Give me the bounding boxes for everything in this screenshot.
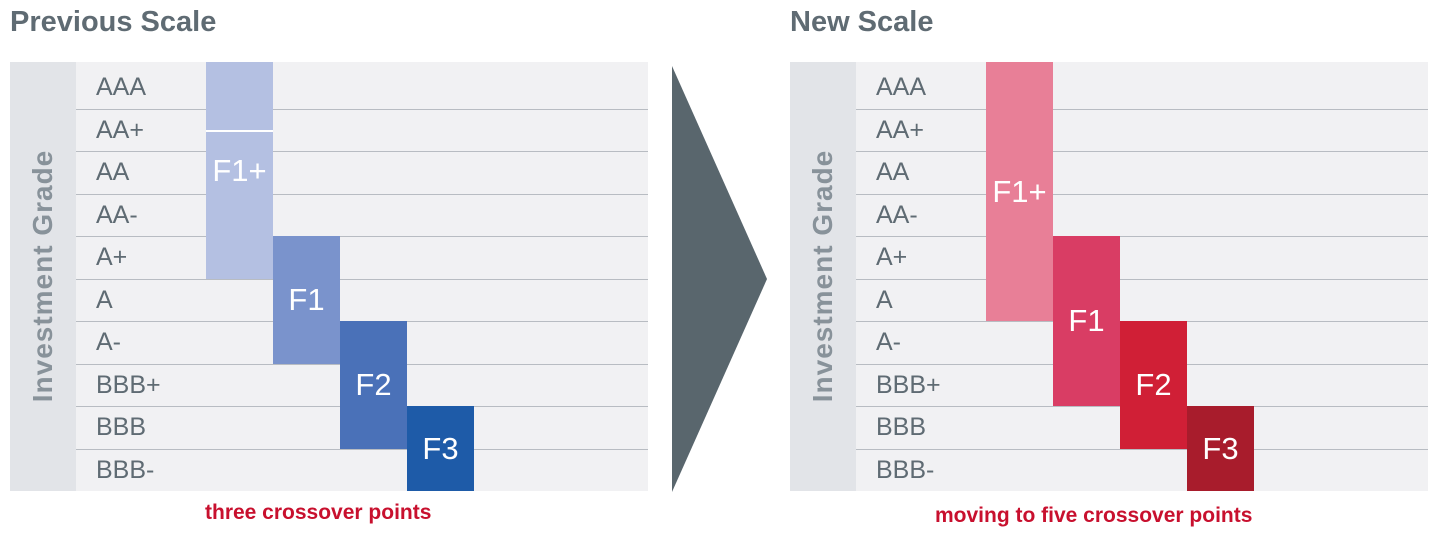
block-label: F2 — [1135, 366, 1172, 402]
investment-grade-label: Investment Grade — [27, 149, 58, 403]
rating-label-aa-plus: AA+ — [96, 115, 144, 144]
rating-label-bbb: BBB — [96, 413, 147, 441]
previous-scale-title: Previous Scale — [10, 6, 217, 38]
rating-block-f3 — [1187, 406, 1254, 491]
row-divider — [76, 236, 648, 237]
row-divider — [856, 151, 1428, 152]
rating-label-bbb-minus: BBB- — [96, 455, 155, 484]
row-divider — [856, 278, 1428, 280]
rating-label-a-plus: A+ — [876, 243, 908, 271]
rating-label-a: A — [876, 285, 893, 314]
row-divider — [76, 108, 648, 110]
rating-label-aa-minus: AA- — [876, 200, 918, 229]
new-scale-title: New Scale — [790, 6, 934, 38]
block-label: F1+ — [992, 174, 1047, 209]
rating-label-a: A — [96, 285, 113, 314]
row-divider — [76, 151, 648, 152]
rating-label-aa-minus: AA- — [96, 200, 138, 229]
rating-block-f2 — [340, 321, 407, 449]
block-label: F2 — [355, 366, 392, 402]
rating-block-f3 — [407, 406, 474, 491]
rating-label-aaa: AAA — [876, 73, 927, 101]
row-divider — [76, 448, 648, 450]
row-divider — [76, 193, 648, 195]
rating-label-bbb-plus: BBB+ — [876, 370, 941, 399]
rating-block-f1 — [1053, 236, 1120, 406]
row-divider — [856, 236, 1428, 237]
rating-block-f1-plus — [206, 62, 273, 279]
row-divider — [856, 108, 1428, 110]
rating-label-bbb-plus: BBB+ — [96, 370, 161, 399]
rating-label-a-minus: A- — [876, 328, 901, 356]
new-scale-sidebar: Investment Grade — [790, 62, 856, 491]
rating-label-aa: AA — [96, 158, 130, 186]
rating-label-bbb: BBB — [876, 413, 927, 441]
rating-label-a-plus: A+ — [96, 243, 128, 271]
block-label: F1 — [1068, 303, 1105, 338]
f1-plus-divider — [206, 129, 273, 132]
rating-label-bbb-minus: BBB- — [876, 455, 935, 484]
transition-arrow-icon — [672, 66, 767, 492]
previous-scale-caption: three crossover points — [205, 501, 432, 524]
row-divider — [76, 278, 648, 280]
previous-scale-sidebar: Investment Grade — [10, 62, 76, 491]
rating-label-aa: AA — [876, 158, 910, 186]
rating-block-f1-plus — [986, 62, 1053, 321]
row-divider — [856, 448, 1428, 450]
rating-label-a-minus: A- — [96, 328, 121, 356]
rating-label-aaa: AAA — [96, 73, 147, 101]
block-label: F3 — [422, 430, 459, 466]
block-label: F3 — [1202, 430, 1239, 466]
rating-label-aa-plus: AA+ — [876, 115, 924, 144]
rating-block-f2 — [1120, 321, 1187, 449]
block-label: F1+ — [212, 153, 267, 188]
investment-grade-label: Investment Grade — [807, 149, 838, 403]
new-scale-caption: moving to five crossover points — [935, 504, 1253, 527]
row-divider — [856, 193, 1428, 195]
rating-block-f1 — [273, 236, 340, 364]
block-label: F1 — [288, 281, 325, 317]
